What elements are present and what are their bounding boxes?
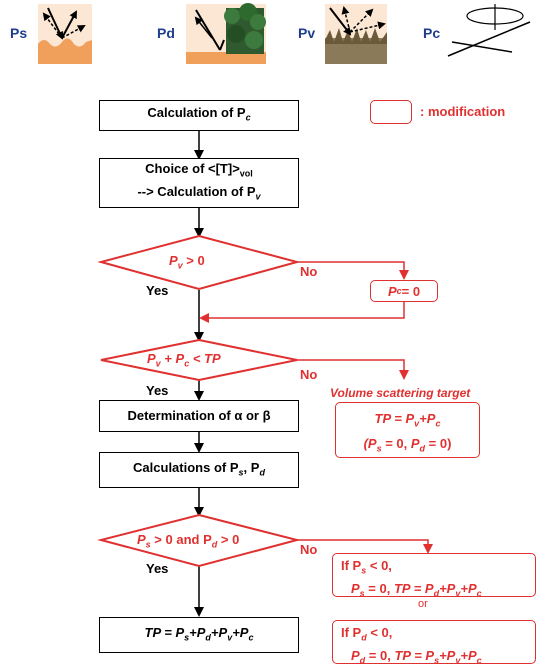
determination-text: Determination of α or β [127,408,271,423]
calc-ps-pd-box: Calculations of Ps, Pd [99,452,299,488]
calc-pc-text: Calculation of P [147,105,246,121]
volume-scattering-title: Volume scattering target [330,386,471,400]
ps-negative-box: If Ps < 0, Ps = 0, TP = Pd+Pv+Pc [332,553,536,598]
choice-line2: --> Calculation of P [137,184,256,199]
double-bounce-label: Pd [157,25,175,41]
choice-line1: Choice of <[T]> [145,161,240,177]
volume-target-box: TP = Pv+Pc (Ps = 0, Pd = 0) [335,402,480,458]
pd-negative-box: If Pd < 0, Pd = 0, TP = Ps+Pv+Pc [332,620,536,665]
legend-text: : modification [420,104,506,119]
calc-pc-sub: c [245,112,251,123]
choice-tvol-box: Choice of <[T]>vol --> Calculation of Pv [99,158,299,208]
choice-line2-sub: v [255,191,261,202]
diamond1-label: Pv > 0 [169,253,205,271]
modification-connectors [199,261,433,554]
yes-label-1: Yes [146,283,169,298]
diamond2-label: Pv + Pc < TP [147,351,221,369]
decision-pv-pc-lt-tp [100,338,298,382]
determination-box: Determination of α or β [99,400,299,432]
volume-scattering-label: Pv [298,25,316,41]
no-label-1: No [300,264,318,279]
surface-scattering-label: Ps [10,25,28,41]
no-label-2: No [300,367,318,382]
double-bounce-icon [186,3,266,64]
calc-pc-box: Calculation of Pc [99,100,299,131]
helix-scattering-icon [446,4,538,64]
yes-label-2: Yes [146,383,169,398]
no-label-3: No [300,542,318,557]
helix-scattering-label: Pc [423,25,441,41]
volume-scattering-icon [325,4,387,64]
decision-pv-positive [97,234,301,291]
choice-line1-sub: vol [239,169,253,179]
decision-ps-pd-positive [97,513,301,568]
yes-label-3: Yes [146,561,169,576]
or-label: or [418,598,428,610]
surface-scattering-icon [38,4,92,64]
final-tp-box: TP = Ps+Pd+Pv+Pc [99,617,299,653]
legend-swatch [370,100,412,124]
diamond3-label: Ps > 0 and Pd > 0 [137,532,240,550]
